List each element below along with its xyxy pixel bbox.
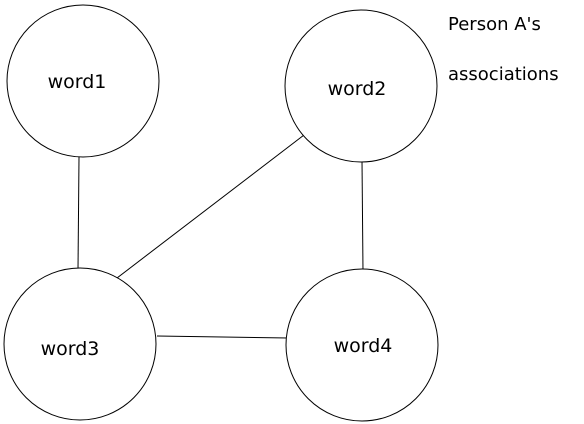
edge-word1-word3: [77, 156, 80, 271]
node-word3: word3: [3, 267, 157, 421]
node-word3-circle: [3, 267, 157, 421]
node-word1-label: word1: [48, 71, 107, 93]
node-word2-label: word2: [328, 78, 387, 100]
node-word2-circle: [284, 9, 438, 163]
node-word3-label: word3: [41, 338, 100, 360]
node-word1: word1: [6, 4, 160, 158]
caption-line1: Person A's: [448, 14, 541, 35]
edge-word2-word4: [361, 159, 364, 273]
node-word4-circle: [285, 268, 439, 422]
edges: [77, 134, 364, 339]
node-word2: word2: [284, 9, 438, 163]
edge-word3-word4: [156, 335, 289, 339]
node-word4: word4: [285, 268, 439, 422]
node-word1-circle: [6, 4, 160, 158]
edge-word2-word3: [116, 134, 305, 279]
caption-line2: associations: [448, 64, 559, 85]
node-word4-label: word4: [334, 335, 393, 357]
